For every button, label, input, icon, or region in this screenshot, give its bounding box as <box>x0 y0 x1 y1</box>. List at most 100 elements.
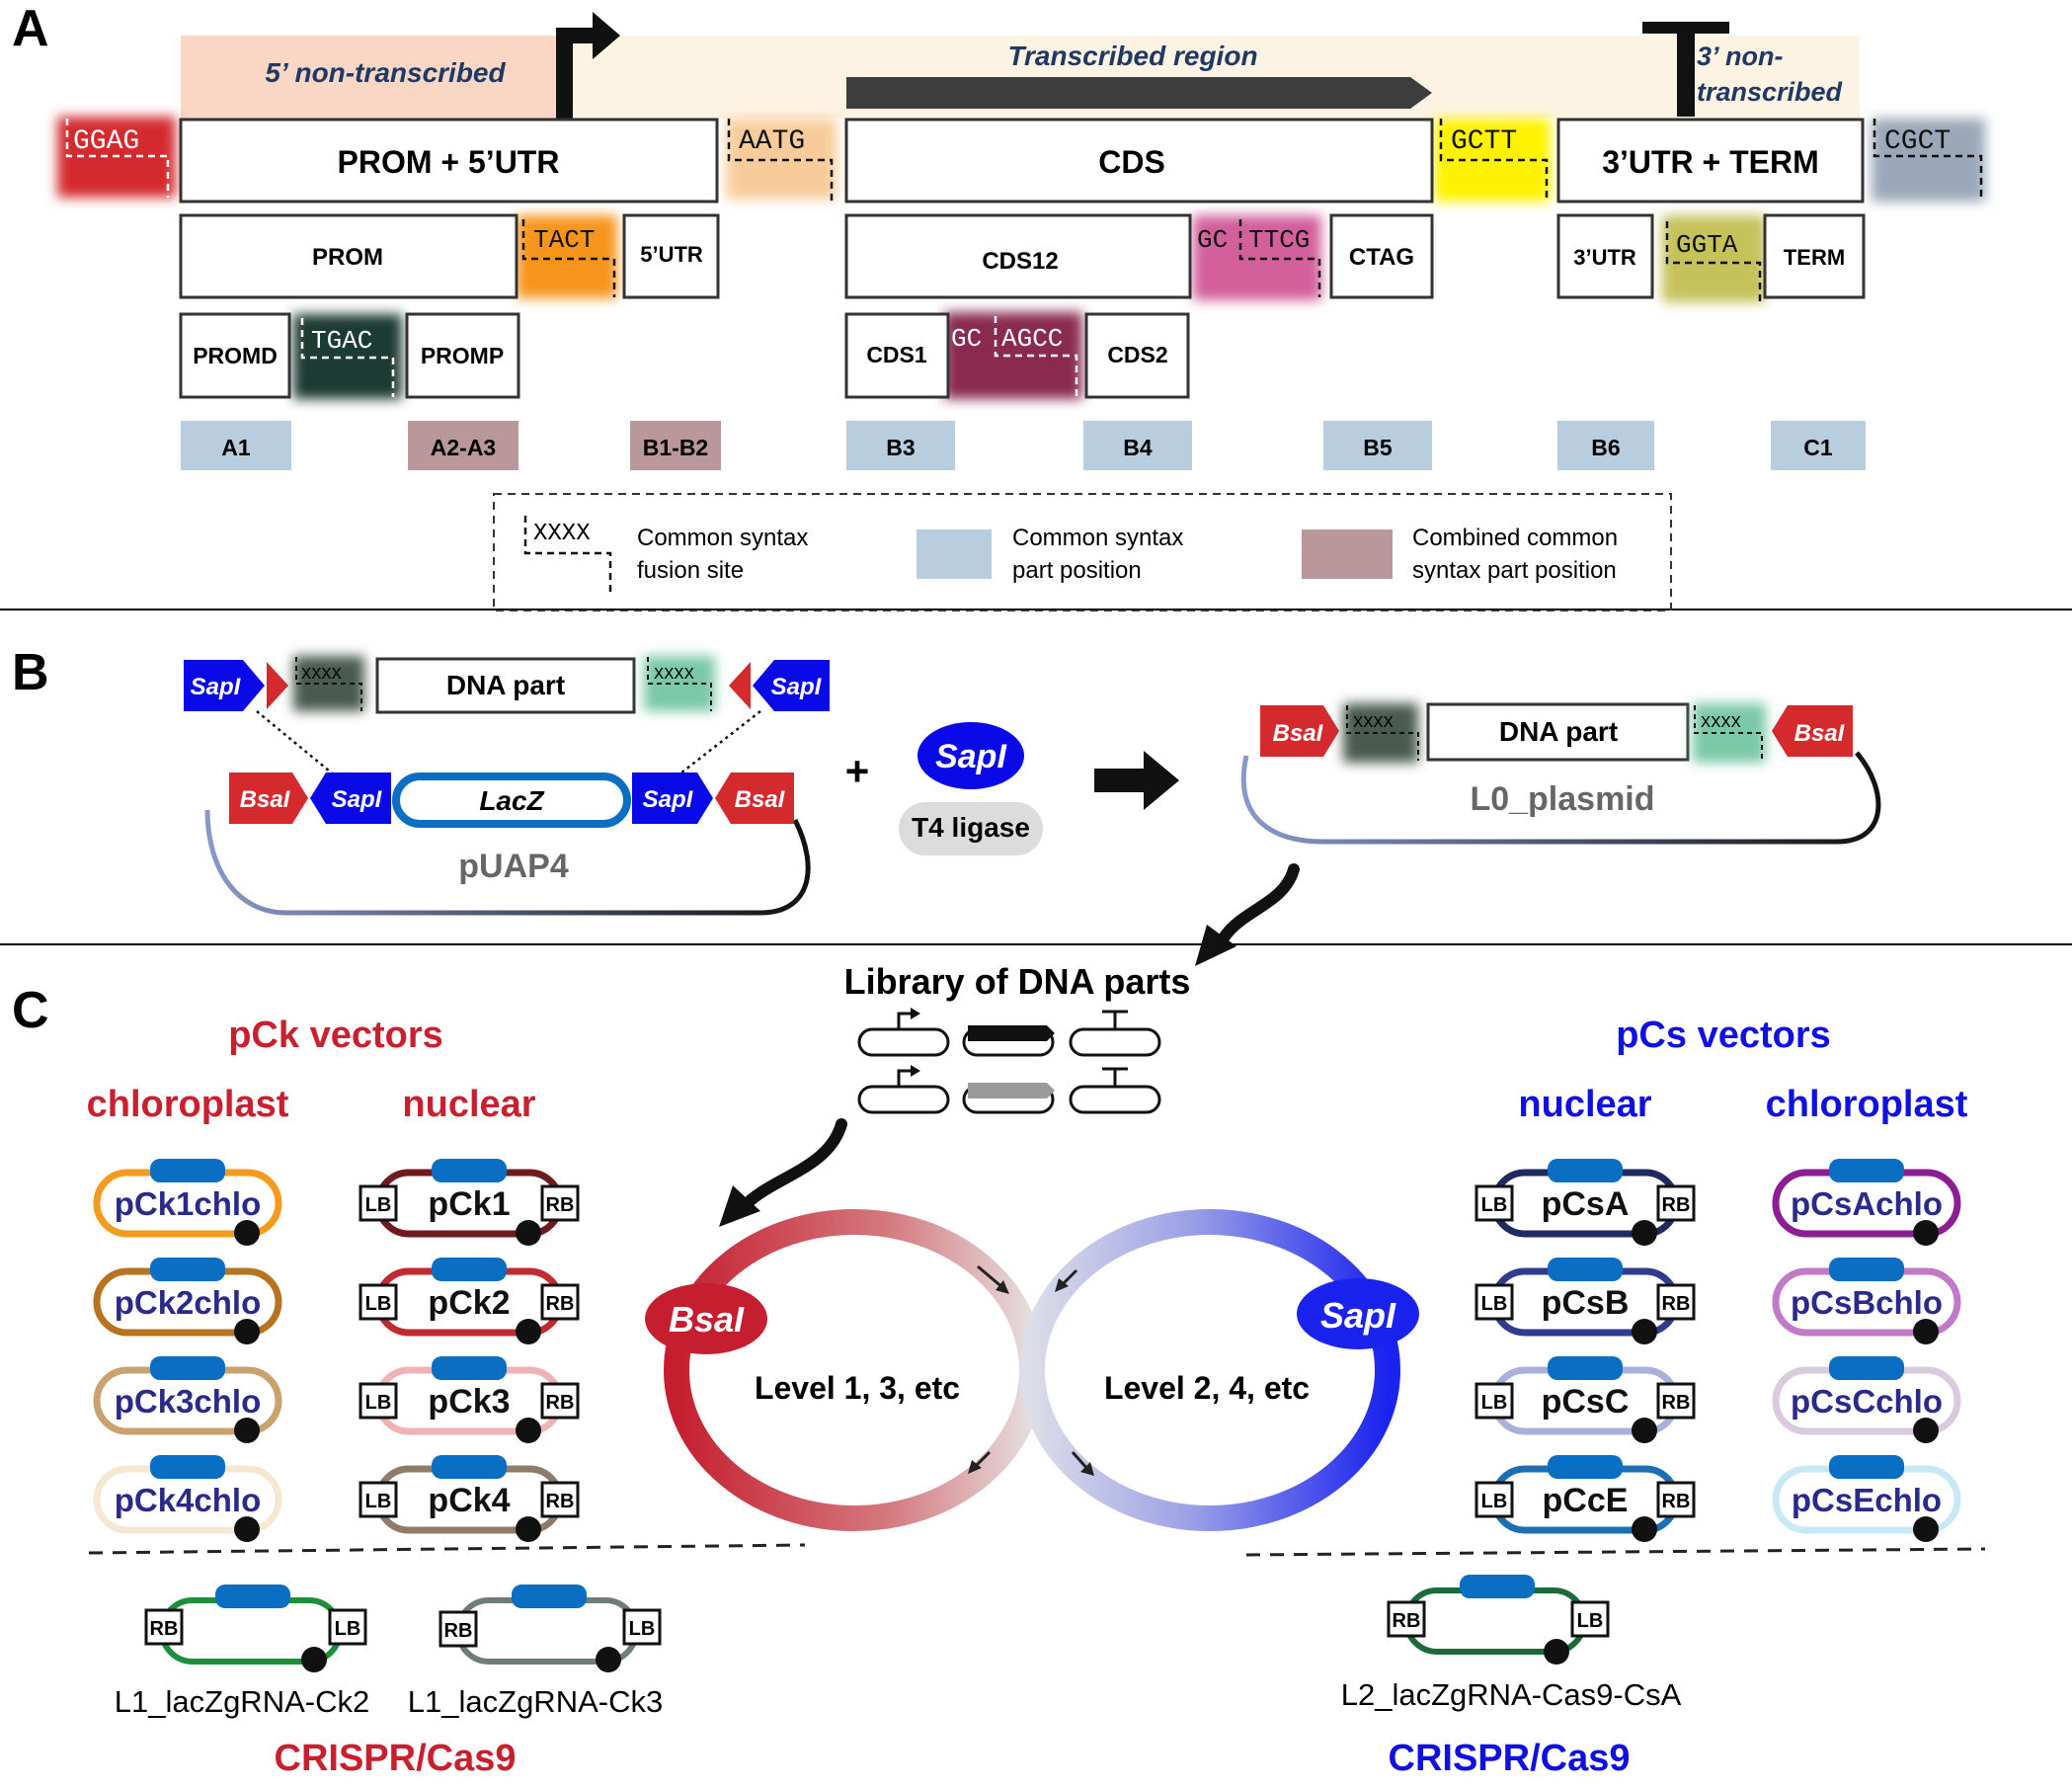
vector-marker <box>234 1516 260 1542</box>
site-ggag-text: GGAG <box>73 126 139 157</box>
part-5utr-label: 5’UTR <box>640 242 703 267</box>
vector-marker <box>1913 1319 1939 1344</box>
dna-part-label: DNA part <box>446 670 565 700</box>
fusion-site-ggag: GGAG <box>65 119 170 198</box>
part-ctag <box>1329 213 1434 299</box>
crispr-ck2-lb <box>328 1608 367 1646</box>
part-promp-label: PROMP <box>421 343 504 368</box>
vector-insert <box>1829 1455 1904 1479</box>
vector-insert <box>432 1356 507 1380</box>
curved-arrow-b-to-c-icon <box>1219 863 1300 942</box>
dotted-link-right <box>671 710 761 781</box>
bsai-tag-puap4-left <box>229 773 308 824</box>
vector-name: pCk2chlo <box>115 1284 262 1321</box>
lacz-box <box>392 773 631 828</box>
fusion-site-ggta: GGTA <box>1665 221 1762 302</box>
lib-promoter-arrowhead-2 <box>911 1065 920 1077</box>
l0-backbone <box>1240 751 1881 845</box>
legend-common-swatch <box>916 529 992 579</box>
sapi-enzyme-c-icon <box>1297 1278 1419 1349</box>
lb-label: LB <box>1481 1491 1508 1512</box>
crispr-ck3-lb-label: LB <box>629 1618 656 1640</box>
part-term-label: TERM <box>1784 245 1845 270</box>
l0-dna-part-label: DNA part <box>1499 716 1618 747</box>
t4-ligase-icon <box>899 802 1043 855</box>
vector-insert <box>432 1258 507 1281</box>
part-prom-label: PROM <box>312 244 383 271</box>
site-gc2-text: GC <box>951 324 982 354</box>
t4-ligase-label: T4 ligase <box>912 812 1030 843</box>
sapi-tag-puap4-right <box>632 773 713 824</box>
crispr-ck2-insert <box>215 1585 290 1608</box>
crispr-plasmid-ck2: RB LB <box>144 1585 367 1672</box>
bsai-enzyme-c-label: BsaI <box>669 1299 745 1340</box>
rb-label: RB <box>1662 1392 1691 1414</box>
legend-fusion-marker <box>523 516 612 593</box>
crispr-ck2-rb <box>144 1608 184 1646</box>
bsai-tag-puap4-right <box>715 773 794 824</box>
lb-label: LB <box>365 1392 392 1414</box>
crispr-csa-lb <box>1570 1600 1610 1638</box>
position-b6-label: B6 <box>1591 435 1620 460</box>
vector-insert <box>432 1455 507 1479</box>
panel-c: C Library of DNA parts <box>12 961 1986 1779</box>
legend-fusion-line1: Common syntax <box>637 525 808 551</box>
site-tgac-text: TGAC <box>311 326 372 356</box>
part-ctag-label: CTAG <box>1349 244 1414 271</box>
xxxx-left-marker <box>295 657 362 711</box>
lb-label: LB <box>365 1491 392 1512</box>
xxxx-right-text: XXXX <box>654 666 694 685</box>
puap4-label: pUAP4 <box>458 848 569 885</box>
vector-marker <box>234 1418 260 1443</box>
vector-pCsCchlo: pCsCchlo <box>1772 1356 1961 1443</box>
position-b3-label: B3 <box>886 435 915 460</box>
sapi-enzyme-icon <box>917 722 1024 789</box>
panel-label-c: C <box>12 982 49 1039</box>
panel-label-a: A <box>12 0 49 57</box>
xxxx-l0-left-text: XXXX <box>1353 714 1394 733</box>
position-b1b2-label: B1-B2 <box>643 435 708 460</box>
vector-marker <box>1632 1220 1657 1246</box>
lib-promoter-arrow-1-icon <box>897 1012 915 1029</box>
part-cds2 <box>1084 312 1190 399</box>
legend-fusion-line2: fusion site <box>637 557 744 584</box>
vector-name: pCsB <box>1542 1284 1630 1322</box>
vector-name: pCsCchlo <box>1791 1383 1943 1420</box>
pcs-nuclear-heading: nuclear <box>1518 1084 1651 1125</box>
pck-chloroplast-heading: chloroplast <box>87 1084 289 1125</box>
site-tact-text: TACT <box>533 225 595 255</box>
legend-common-line1: Common syntax <box>1012 525 1183 551</box>
vector-insert <box>1548 1258 1623 1281</box>
site-gctt-text: GCTT <box>1451 126 1517 157</box>
lib-promoter-plasmid-1 <box>857 1027 950 1057</box>
position-a2a3 <box>408 421 518 470</box>
site-agcc-glow <box>944 312 1082 399</box>
crispr-csa-rb <box>1387 1600 1426 1638</box>
sapi-tag-left-label: SapI <box>191 674 242 700</box>
fusion-site-tact: TACT <box>521 219 616 297</box>
crispr-ck3-lb <box>622 1608 662 1646</box>
legend-combined-line2: syntax part position <box>1412 557 1617 584</box>
crispr-csa-rb-label: RB <box>1393 1610 1421 1632</box>
crispr-divider-right <box>1245 1547 1986 1557</box>
lb-label: LB <box>1481 1194 1508 1216</box>
part-cds <box>844 118 1434 203</box>
pcs-vectors-title: pCs vectors <box>1616 1015 1831 1056</box>
xxxx-l0-left-marker <box>1346 705 1419 761</box>
crispr-plasmid-csa: RB LB <box>1387 1575 1610 1665</box>
vector-pCk3chlo: pCk3chlo <box>93 1356 282 1443</box>
rb-label: RB <box>1662 1194 1691 1216</box>
bsai-tag-l0-left-label: BsaI <box>1273 720 1324 747</box>
part-promp <box>405 312 520 399</box>
site-tact-glow <box>517 215 617 298</box>
lb-label: LB <box>1481 1293 1508 1315</box>
sapi-enzyme-label: SapI <box>935 738 1007 775</box>
crispr-ck2-name: L1_lacZgRNA-Ck2 <box>115 1684 369 1719</box>
vector-marker <box>1632 1319 1657 1344</box>
lb-box <box>359 1481 398 1518</box>
site-ttcg-text: TTCG <box>1248 225 1310 255</box>
vector-name: pCsBchlo <box>1791 1284 1943 1321</box>
pcs-chloroplast-heading: chloroplast <box>1766 1084 1968 1125</box>
